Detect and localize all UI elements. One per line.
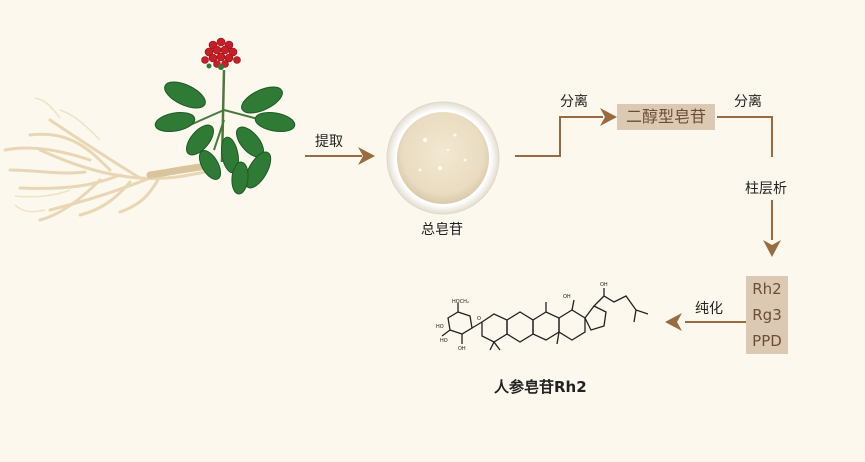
diol-saponin-box: 二醇型皂苷 [617,104,715,130]
arrow-separate-2 [717,116,773,157]
svg-text:OH: OH [600,282,608,288]
product-label: 人参皂苷Rh2 [494,378,587,396]
flow-arrows [305,116,773,323]
component-rg3: Rg3 [752,306,782,324]
ginseng-plant-icon [3,37,296,222]
components-box: Rh2 Rg3 PPD [746,276,788,354]
label-total-saponin: 总皂苷 [421,222,463,238]
svg-text:HO: HO [440,338,448,344]
component-ppd: PPD [752,332,782,350]
component-rh2: Rh2 [752,280,782,298]
svg-text:OH: OH [563,294,571,300]
label-separate-2: 分离 [734,94,762,110]
molecule-structure-icon [441,288,649,351]
powder-dish-icon [386,101,500,215]
label-extract: 提取 [315,134,343,150]
svg-text:HOCH₂: HOCH₂ [452,299,469,305]
label-column: 柱层析 [745,181,787,197]
label-separate-1: 分离 [560,94,588,110]
svg-text:OH: OH [458,346,466,352]
svg-text:HO: HO [436,324,444,330]
label-purify: 纯化 [695,301,723,317]
svg-text:O: O [477,316,481,322]
arrow-separate-1 [515,116,603,157]
